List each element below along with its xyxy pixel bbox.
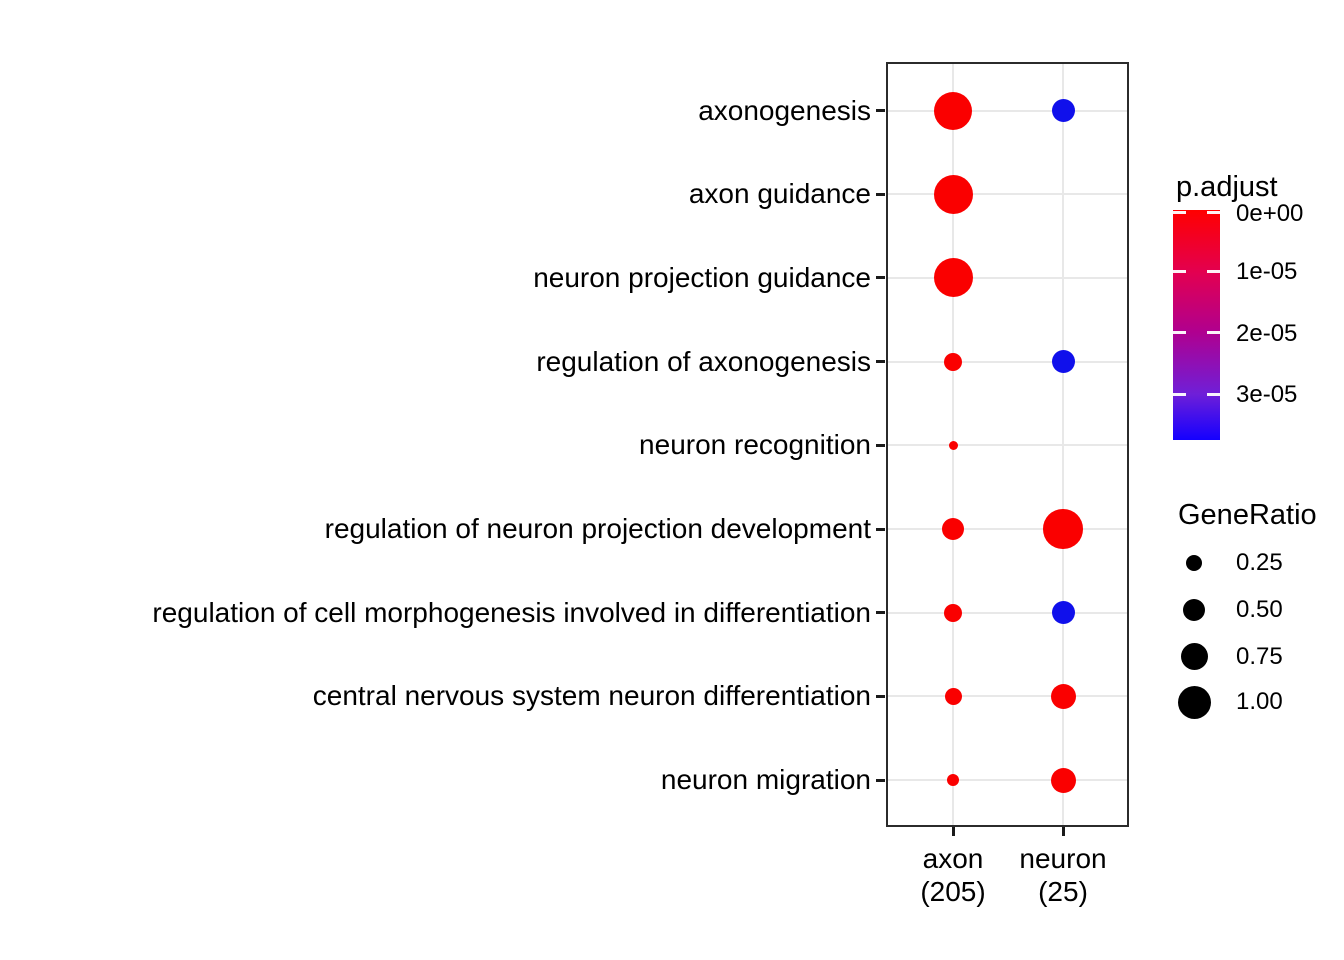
grid-line-horizontal xyxy=(888,276,1127,279)
size-legend-label: 0.50 xyxy=(1236,596,1283,623)
colorbar-tick-label: 0e+00 xyxy=(1236,199,1304,227)
colorbar-tick xyxy=(1173,392,1186,396)
enrichment-dot xyxy=(933,258,973,298)
enrichment-dot xyxy=(947,774,959,787)
colorbar-tick xyxy=(1207,331,1220,335)
grid-line-horizontal xyxy=(888,193,1127,196)
y-axis-tick xyxy=(876,109,885,112)
x-axis-label-name: axon xyxy=(922,843,984,874)
y-axis-tick xyxy=(876,192,885,196)
colorbar-tick xyxy=(1173,331,1186,335)
x-axis-label-count: (25) xyxy=(1038,876,1088,907)
colorbar-tick-label: 1e-05 xyxy=(1236,258,1298,286)
colorbar-tick-label: 2e-05 xyxy=(1236,319,1298,347)
size-legend-label: 0.25 xyxy=(1236,549,1283,576)
size-legend-label: 0.75 xyxy=(1236,642,1283,670)
enrichment-dot xyxy=(944,352,962,371)
y-axis-tick xyxy=(876,276,885,280)
colorbar-tick xyxy=(1173,269,1186,273)
colorbar-tick xyxy=(1207,211,1220,215)
y-axis-tick xyxy=(876,527,885,531)
grid-line-horizontal xyxy=(888,109,1127,112)
y-axis-label: neuron recognition xyxy=(639,429,871,461)
plot-panel xyxy=(886,62,1129,827)
colorbar-tick-label: 3e-05 xyxy=(1236,381,1298,408)
y-axis-tick xyxy=(876,611,885,615)
y-axis-label: neuron projection guidance xyxy=(533,261,871,293)
grid-line-horizontal xyxy=(888,528,1127,530)
enrichment-dot xyxy=(1051,601,1075,625)
enrichment-dot xyxy=(1050,683,1076,709)
enrichment-dot xyxy=(1051,350,1075,374)
y-axis-label: regulation of axonogenesis xyxy=(536,345,871,377)
y-axis-tick xyxy=(876,360,885,364)
enrichment-dot xyxy=(1050,767,1076,793)
y-axis-label: neuron migration xyxy=(660,764,871,796)
x-axis-label: axon(205) xyxy=(853,842,1053,908)
size-legend-dot xyxy=(1185,554,1203,572)
size-legend-dot xyxy=(1177,685,1211,719)
grid-line-horizontal xyxy=(888,444,1127,447)
y-axis-label: axon guidance xyxy=(688,178,871,210)
y-axis-label: central nervous system neuron differenti… xyxy=(312,680,871,712)
enrichment-dot xyxy=(933,174,973,214)
enrichment-dot xyxy=(1043,509,1083,549)
colorbar-tick xyxy=(1207,392,1220,396)
x-axis-tick xyxy=(1061,827,1065,836)
size-legend-dot xyxy=(1180,643,1208,670)
grid-line-horizontal xyxy=(888,611,1127,614)
x-axis-label: neuron(25) xyxy=(963,842,1163,908)
enrichment-dot xyxy=(942,518,964,540)
legend-padjust-title: p.adjust xyxy=(1176,171,1278,203)
x-axis-tick xyxy=(951,827,955,836)
enrichment-dot xyxy=(1051,99,1075,122)
grid-line-horizontal xyxy=(888,779,1127,782)
y-axis-label: axonogenesis xyxy=(698,94,871,126)
y-axis-label: regulation of cell morphogenesis involve… xyxy=(152,596,871,628)
size-legend-dot xyxy=(1182,598,1206,622)
padjust-colorbar xyxy=(1173,210,1220,440)
grid-line-horizontal xyxy=(888,360,1127,363)
grid-line-horizontal xyxy=(888,695,1127,698)
legend-generatio-title: GeneRatio xyxy=(1178,499,1317,531)
y-axis-label: regulation of neuron projection developm… xyxy=(324,513,871,544)
enrichment-dot xyxy=(948,440,958,450)
grid-line-vertical xyxy=(1062,64,1064,825)
enrichment-dot xyxy=(944,603,962,622)
y-axis-tick xyxy=(876,778,885,782)
enrichment-dot xyxy=(934,91,972,130)
colorbar-tick xyxy=(1207,269,1220,273)
size-legend-label: 1.00 xyxy=(1236,688,1283,715)
y-axis-tick xyxy=(876,443,885,447)
x-axis-label-count: (205) xyxy=(920,876,986,907)
colorbar-tick xyxy=(1173,211,1186,215)
x-axis-label-name: neuron xyxy=(1019,843,1107,874)
y-axis-tick xyxy=(876,694,885,698)
enrichment-dot xyxy=(944,687,962,705)
